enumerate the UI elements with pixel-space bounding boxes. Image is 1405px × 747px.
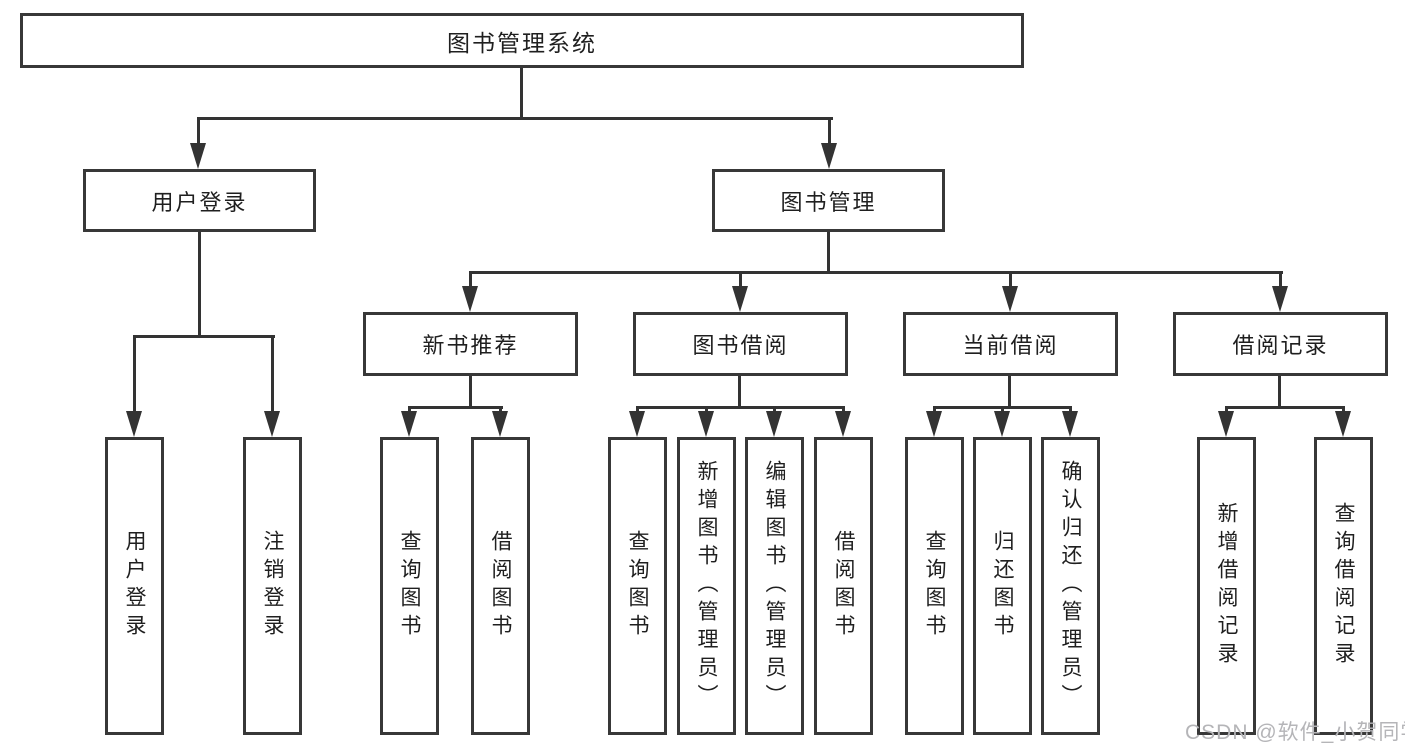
node-label: 查询图书 bbox=[626, 530, 649, 642]
node-library-system: 图书管理系统 bbox=[20, 13, 1024, 68]
node-label: 确认归还（管理员） bbox=[1059, 460, 1082, 712]
node-label: 注销登录 bbox=[261, 530, 284, 642]
connector-root-stem bbox=[520, 66, 523, 119]
connector-drop-borrow-record bbox=[1279, 271, 1282, 289]
node-label: 借阅图书 bbox=[832, 530, 855, 642]
node-label: 当前借阅 bbox=[962, 333, 1059, 358]
arrowhead-icon bbox=[492, 411, 508, 437]
node-book-mgmt: 图书管理 bbox=[712, 169, 945, 232]
connector-current-borrow-stem bbox=[1008, 374, 1011, 408]
arrowhead-icon bbox=[462, 286, 478, 312]
arrowhead-icon bbox=[766, 411, 782, 437]
arrowhead-icon bbox=[190, 143, 206, 169]
arrowhead-icon bbox=[821, 143, 837, 169]
leaf-user-login: 用户登录 bbox=[105, 437, 164, 735]
connector-level2-bus bbox=[469, 271, 1283, 274]
node-label: 图书借阅 bbox=[692, 333, 789, 358]
connector-borrow-record-bus bbox=[1225, 406, 1344, 409]
connector-drop-book-mgmt bbox=[828, 117, 831, 147]
leaf-add-borrow-record: 新增借阅记录 bbox=[1197, 437, 1256, 735]
leaf-query-borrow-record: 查询借阅记录 bbox=[1314, 437, 1373, 735]
node-borrow-record: 借阅记录 bbox=[1173, 312, 1388, 376]
leaf-query-books-recommend: 查询图书 bbox=[380, 437, 439, 735]
arrowhead-icon bbox=[926, 411, 942, 437]
leaf-query-books-current: 查询图书 bbox=[905, 437, 964, 735]
leaf-logout: 注销登录 bbox=[243, 437, 302, 735]
arrowhead-icon bbox=[1002, 286, 1018, 312]
arrowhead-icon bbox=[1062, 411, 1078, 437]
node-label: 编辑图书（管理员） bbox=[763, 460, 786, 712]
leaf-confirm-return-admin: 确认归还（管理员） bbox=[1041, 437, 1100, 735]
arrowhead-icon bbox=[698, 411, 714, 437]
connector-drop-leaf bbox=[133, 335, 136, 415]
node-book-borrow: 图书借阅 bbox=[633, 312, 848, 376]
node-label: 查询图书 bbox=[398, 530, 421, 642]
arrowhead-icon bbox=[264, 411, 280, 437]
node-label: 用户登录 bbox=[123, 530, 146, 642]
connector-user-login-stem bbox=[198, 230, 201, 337]
leaf-borrow-books: 借阅图书 bbox=[814, 437, 873, 735]
connector-borrow-record-stem bbox=[1278, 374, 1281, 408]
arrowhead-icon bbox=[126, 411, 142, 437]
connector-drop-user-login bbox=[197, 117, 200, 147]
connector-drop-new-book bbox=[469, 271, 472, 289]
connector-drop-book-borrow bbox=[739, 271, 742, 289]
leaf-add-books-admin: 新增图书（管理员） bbox=[677, 437, 736, 735]
leaf-edit-books-admin: 编辑图书（管理员） bbox=[745, 437, 804, 735]
node-label: 新增借阅记录 bbox=[1215, 502, 1238, 670]
connector-level1-bus bbox=[197, 117, 833, 120]
node-label: 图书管理 bbox=[780, 189, 877, 215]
node-new-book-recommend: 新书推荐 bbox=[363, 312, 578, 376]
node-label: 查询借阅记录 bbox=[1332, 502, 1355, 670]
leaf-borrow-books-recommend: 借阅图书 bbox=[471, 437, 530, 735]
arrowhead-icon bbox=[1335, 411, 1351, 437]
node-label: 归还图书 bbox=[991, 530, 1014, 642]
arrowhead-icon bbox=[401, 411, 417, 437]
watermark: CSDN @软件_小贺同学 bbox=[1185, 721, 1405, 744]
arrowhead-icon bbox=[994, 411, 1010, 437]
connector-new-book-bus bbox=[408, 406, 503, 409]
arrowhead-icon bbox=[835, 411, 851, 437]
node-label: 借阅记录 bbox=[1232, 333, 1329, 358]
node-label: 新增图书（管理员） bbox=[695, 460, 718, 712]
leaf-query-books-borrow: 查询图书 bbox=[608, 437, 667, 735]
node-label: 用户登录 bbox=[151, 189, 248, 215]
connector-book-mgmt-stem bbox=[827, 230, 830, 273]
connector-drop-current-borrow bbox=[1009, 271, 1012, 289]
connector-book-borrow-bus bbox=[636, 406, 845, 409]
arrowhead-icon bbox=[1218, 411, 1234, 437]
node-user-login: 用户登录 bbox=[83, 169, 316, 232]
node-label: 新书推荐 bbox=[422, 333, 519, 358]
connector-drop-leaf bbox=[271, 335, 274, 415]
connector-new-book-stem bbox=[469, 374, 472, 408]
arrowhead-icon bbox=[629, 411, 645, 437]
arrowhead-icon bbox=[1272, 286, 1288, 312]
connector-book-borrow-stem bbox=[738, 374, 741, 408]
connector-user-login-bus bbox=[133, 335, 275, 338]
arrowhead-icon bbox=[732, 286, 748, 312]
node-label: 查询图书 bbox=[923, 530, 946, 642]
node-label: 借阅图书 bbox=[489, 530, 512, 642]
node-current-borrow: 当前借阅 bbox=[903, 312, 1118, 376]
node-label: 图书管理系统 bbox=[447, 29, 597, 56]
leaf-return-books: 归还图书 bbox=[973, 437, 1032, 735]
